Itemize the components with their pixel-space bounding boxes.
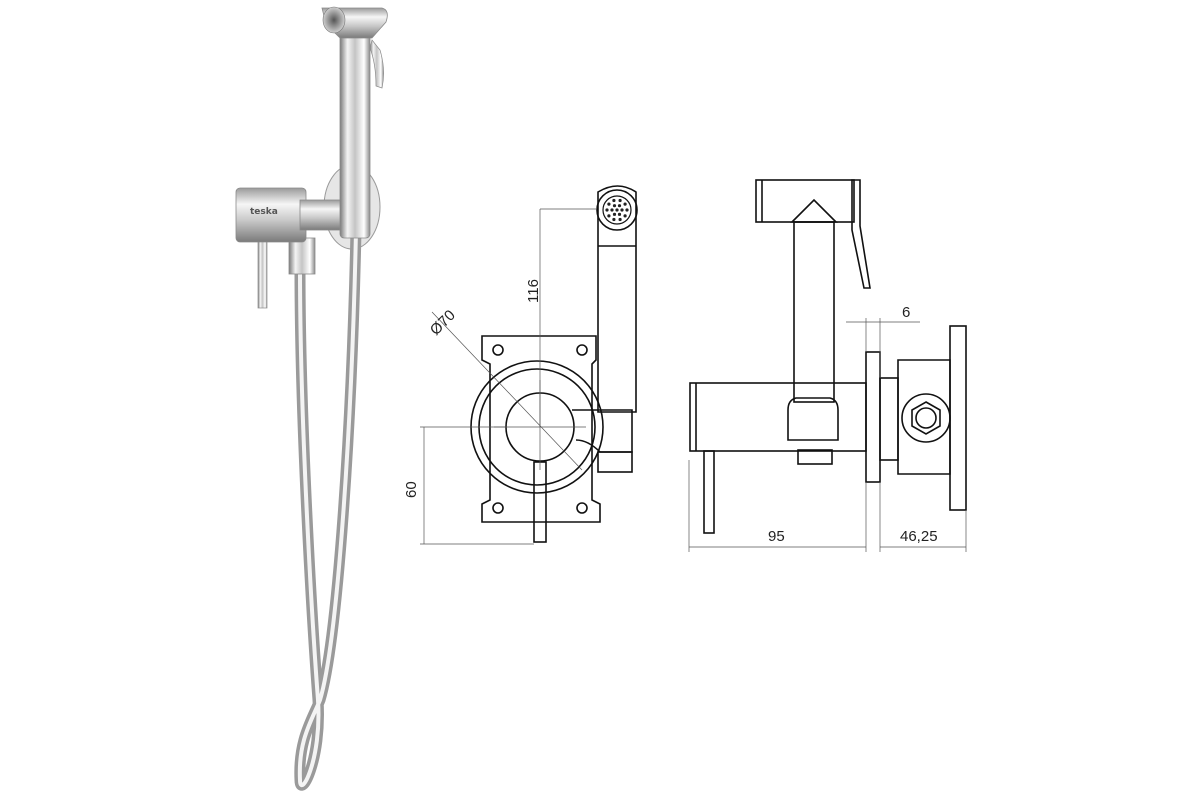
handset-nozzle bbox=[322, 6, 346, 34]
nozzle-hole bbox=[610, 208, 614, 212]
side-holder-nut bbox=[797, 449, 833, 465]
nozzle-hole bbox=[605, 208, 609, 212]
side-handset-neck bbox=[790, 198, 838, 223]
nozzle-hole bbox=[620, 208, 624, 212]
nozzle-hole bbox=[623, 202, 627, 206]
nozzle-hole bbox=[612, 204, 617, 208]
brand-logo: teska bbox=[250, 207, 278, 217]
hose-connector bbox=[288, 237, 316, 275]
side-lever bbox=[703, 450, 715, 534]
nozzle-hole bbox=[612, 212, 617, 216]
plate-hole-tr bbox=[576, 344, 588, 356]
plate-hole-bl bbox=[492, 502, 504, 514]
nozzle-hole bbox=[617, 204, 622, 208]
plate-hole-tl bbox=[492, 344, 504, 356]
handset-shaft bbox=[339, 33, 371, 239]
front-mounting-plate bbox=[481, 335, 601, 523]
nozzle-hole bbox=[618, 217, 622, 222]
dim-diameter-line bbox=[431, 311, 583, 471]
dim-diameter-label: Ø70 bbox=[427, 307, 459, 339]
nozzle-hole bbox=[623, 214, 627, 218]
dim-60-label: 60 bbox=[403, 481, 420, 498]
nozzle-hole bbox=[607, 214, 611, 218]
side-handset-body bbox=[793, 221, 835, 403]
front-lever bbox=[533, 461, 547, 543]
side-box-port-inner bbox=[915, 407, 937, 429]
front-nozzle-holes bbox=[605, 198, 629, 222]
nozzle-hole bbox=[612, 217, 616, 222]
shower-hose-highlight bbox=[297, 228, 358, 788]
product-render: teska bbox=[235, 6, 388, 791]
side-box-port-hex bbox=[911, 401, 941, 435]
front-holder-nut bbox=[597, 451, 633, 473]
side-flange bbox=[865, 351, 881, 483]
mixer-lever bbox=[257, 241, 268, 309]
nozzle-hole bbox=[618, 198, 622, 203]
side-view: 95 46,25 6 bbox=[688, 179, 967, 552]
dim-46-label: 46,25 bbox=[900, 528, 938, 545]
front-handset bbox=[597, 185, 637, 413]
handset-trigger bbox=[369, 39, 384, 89]
dim-6-label: 6 bbox=[902, 304, 910, 321]
nozzle-hole bbox=[612, 198, 616, 203]
side-trigger bbox=[851, 179, 871, 289]
side-box-outer bbox=[879, 377, 899, 461]
side-holder bbox=[787, 397, 839, 441]
side-mixer-body bbox=[689, 382, 867, 452]
side-box bbox=[897, 359, 951, 475]
dim-116-label: 116 bbox=[525, 279, 542, 303]
front-view: 116 60 Ø70 bbox=[403, 185, 638, 545]
side-box-port-outer bbox=[901, 393, 951, 443]
front-nozzle-ring bbox=[596, 189, 638, 231]
dim-95-label: 95 bbox=[768, 528, 785, 545]
side-handset-head bbox=[755, 179, 855, 223]
nozzle-hole bbox=[625, 208, 629, 212]
nozzle-hole bbox=[607, 202, 611, 206]
plate-hole-br bbox=[576, 502, 588, 514]
side-box-plate bbox=[949, 325, 967, 511]
nozzle-hole bbox=[615, 208, 619, 212]
nozzle-hole bbox=[617, 212, 622, 216]
